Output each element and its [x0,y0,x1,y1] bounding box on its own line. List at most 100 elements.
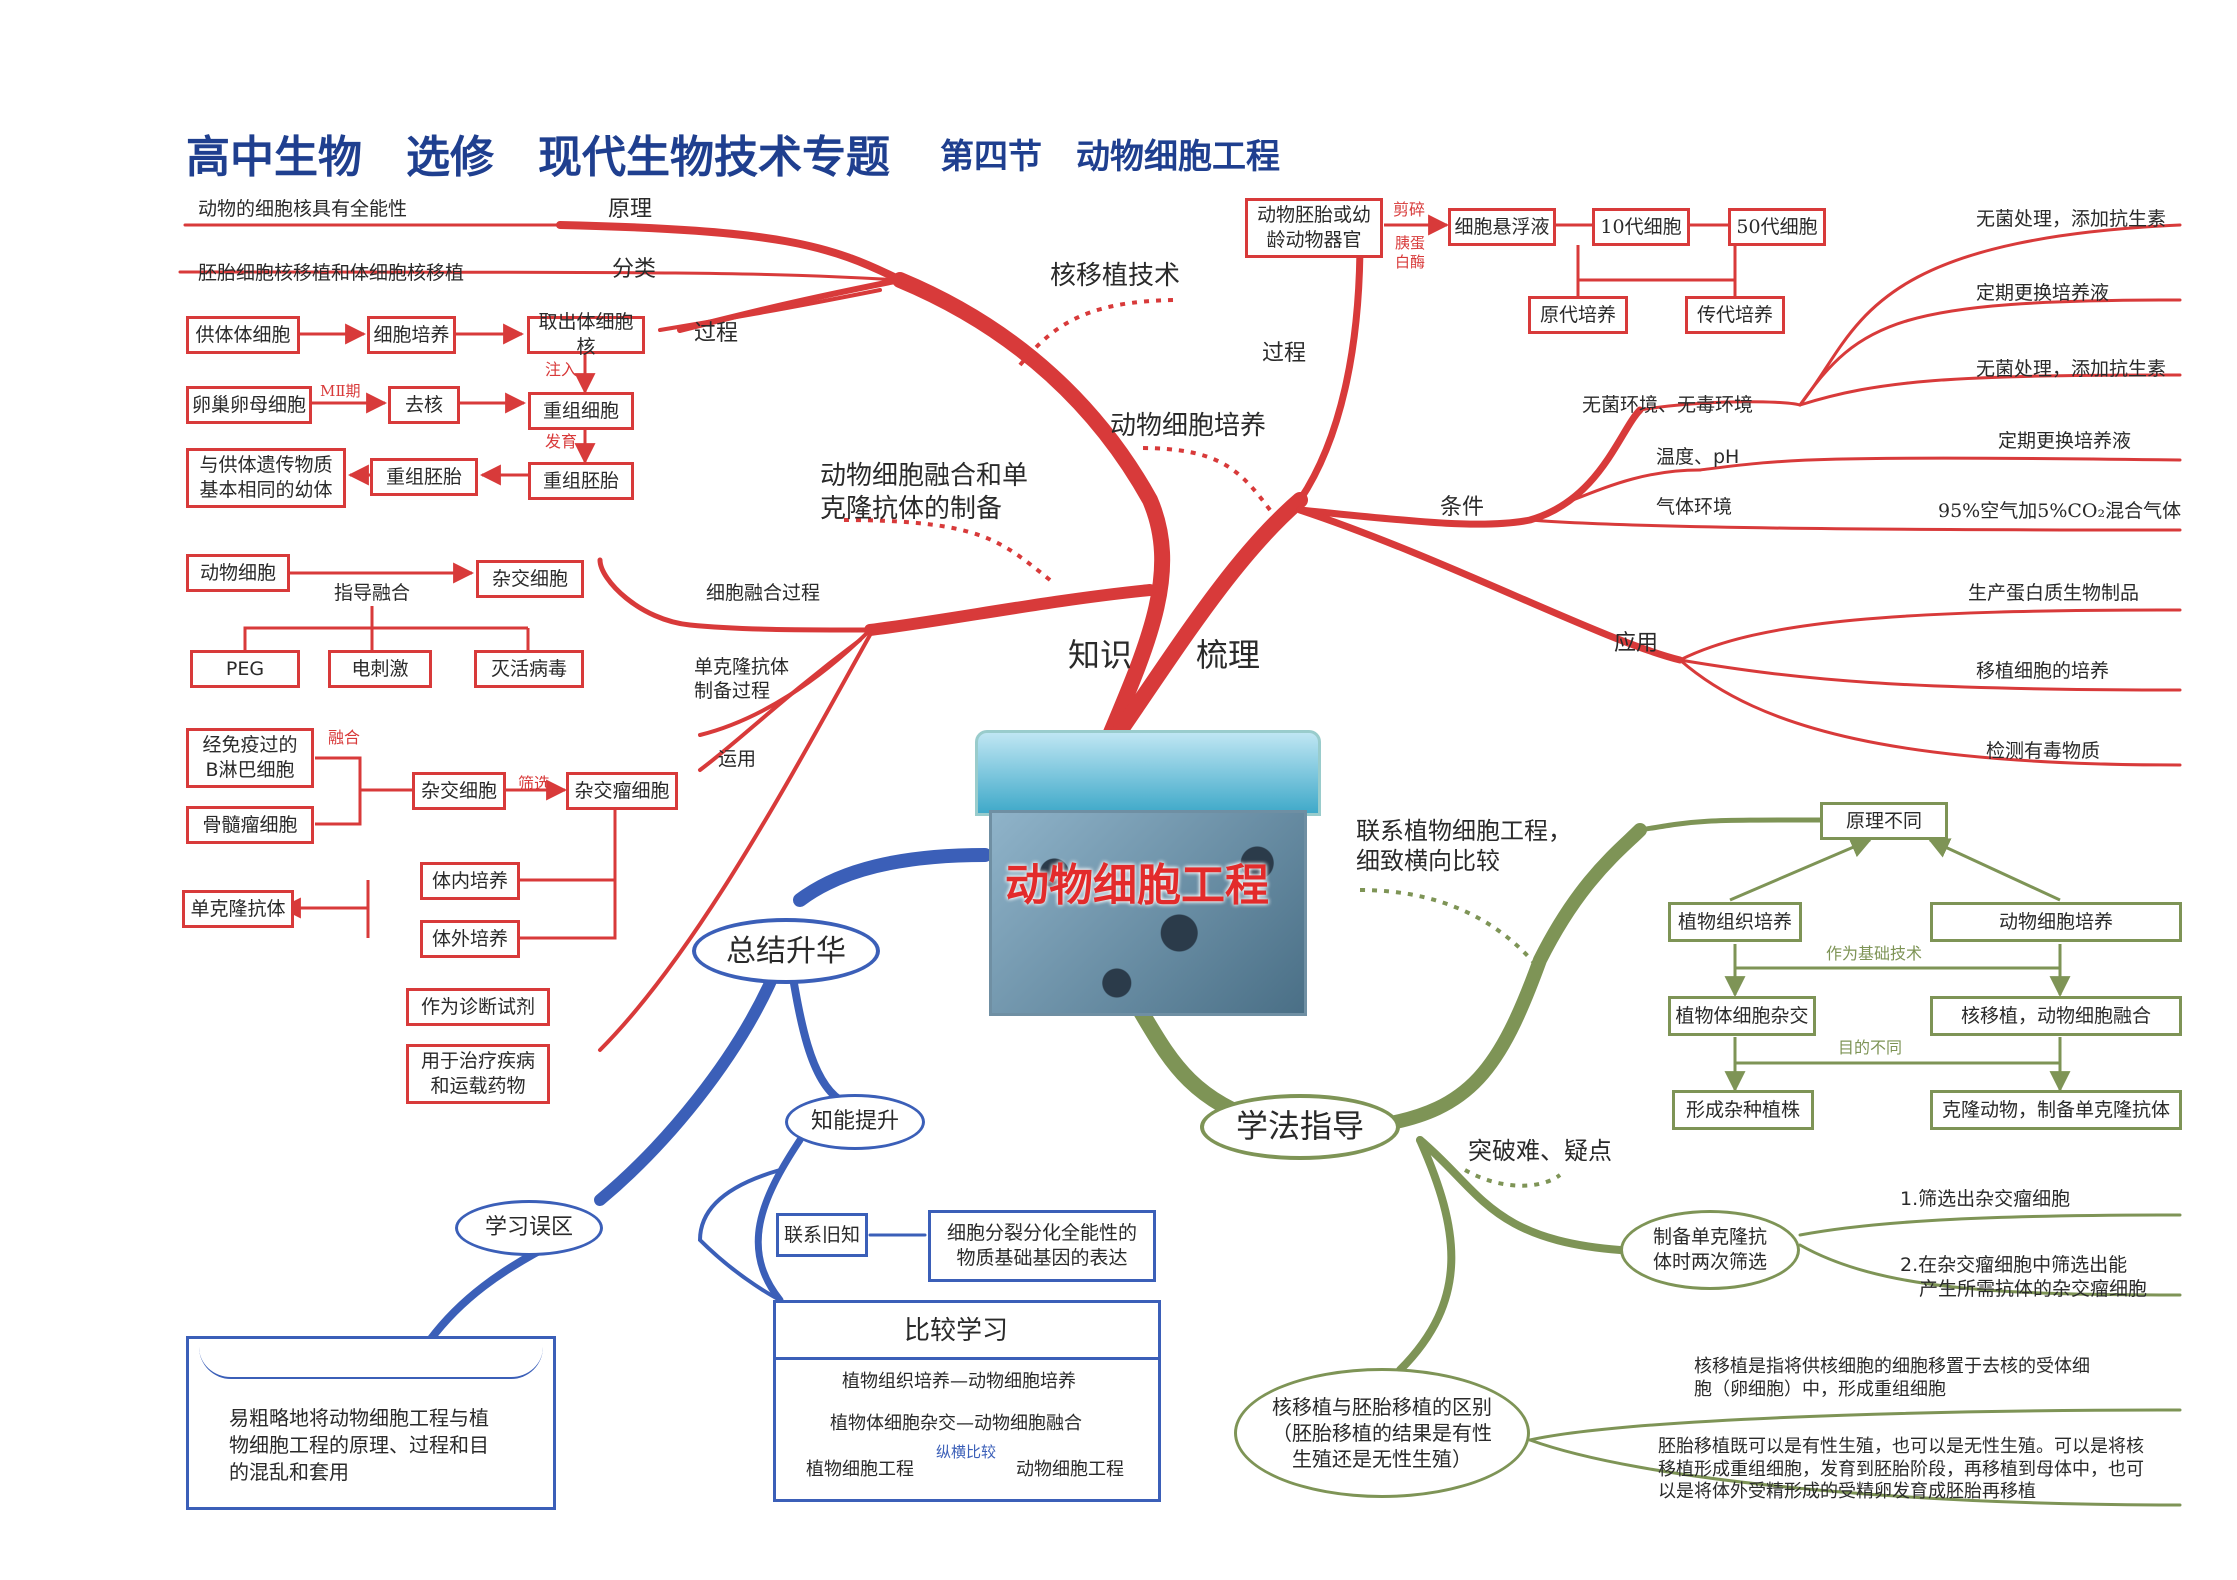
culture-leaf-2: 定期更换培养液 [1976,282,2110,304]
summary-compare-3a: 植物细胞工程 [806,1459,914,1480]
culture-suspension-box: 细胞悬浮液 [1448,208,1556,246]
summary-compare-curtain [776,1303,1158,1360]
culture-primary-box: 原代培养 [1528,296,1628,334]
green-connectors [1724,837,2071,1093]
method-clone-mab: 克隆动物，制备单克隆抗体 [1930,1090,2182,1130]
method-et-def: 胚胎移植既可以是有性生殖，也可以是无性生殖。可以是将核 移植形成重组细胞，发育到… [1658,1436,2144,1502]
culture-leaf-5: 95%空气加5%CO₂混合气体 [1938,500,2182,522]
culture-cond-temp: 温度、pH [1656,446,1740,468]
fusion-diagnostic: 作为诊断试剂 [406,988,550,1026]
summary-mistake-box: 易粗略地将动物细胞工程与植 物细胞工程的原理、过程和目 的混乱和套用 [186,1336,556,1510]
fusion-b-cell: 经免疫过的 B淋巴细胞 [186,728,314,788]
fusion-electric: 电刺激 [328,650,432,688]
branch-fusion-mab: 动物细胞融合和单 克隆抗体的制备 [820,461,1029,524]
method-compare-label: 联系植物细胞工程， 细致横向比较 [1356,817,1572,875]
fusion-in-vitro: 体外培养 [420,920,520,958]
summary-compare-1: 植物组织培养—动物细胞培养 [842,1371,1076,1392]
nt-recon-embryo-1: 重组胚胎 [370,458,478,496]
summary-link-old: 联系旧知 [776,1213,868,1257]
knowledge-label: 知识 梳理 [1068,636,1261,674]
culture-leaf-1: 无菌处理，添加抗生素 [1976,208,2167,230]
culture-cut-note: 剪碎 [1393,200,1426,219]
summary-mistake: 学习误区 [455,1200,603,1256]
culture-conditions-label: 条件 [1440,495,1485,520]
summary-mistake-curtain [199,1347,543,1379]
fusion-process-label: 细胞融合过程 [706,582,821,604]
culture-gen50-box: 50代细胞 [1728,208,1826,246]
summary-compare-3b: 动物细胞工程 [1016,1459,1124,1480]
nt-donor-box: 供体体细胞 [186,316,300,354]
culture-cond-gas: 气体环境 [1656,496,1733,518]
method-plant-tissue: 植物组织培养 [1668,902,1802,942]
nt-enucleate-box: 去核 [388,386,460,424]
culture-source-box: 动物胚胎或幼 龄动物器官 [1245,198,1383,258]
nt-principle-text: 动物的细胞核具有全能性 [198,198,408,220]
nt-offspring-box: 与供体遗传物质 基本相同的幼体 [186,448,346,508]
summary-compare-box: 比较学习 植物组织培养—动物细胞培养 植物体细胞杂交—动物细胞融合 植物细胞工程… [773,1300,1161,1502]
branch-cell-culture: 动物细胞培养 [1110,411,1267,441]
fusion-therapy: 用于治疗疾病 和运载药物 [406,1044,550,1104]
fusion-induce-label: 指导融合 [334,582,411,604]
red-branches [178,221,2182,1052]
fusion-mab: 单克隆抗体 [182,890,294,928]
fusion-hybridoma: 杂交瘤细胞 [566,772,678,810]
nt-oocyte-box: 卵巢卵母细胞 [186,386,312,424]
nt-recon-embryo-2: 重组胚胎 [528,462,634,500]
method-basis-note: 作为基础技术 [1826,944,1923,963]
nt-category-label: 分类 [612,257,657,282]
summary-ability: 知能提升 [785,1094,925,1150]
nt-culture-box: 细胞培养 [367,316,456,354]
nt-inject-note: 注入 [545,360,578,379]
fusion-fuse-note: 融合 [328,728,361,747]
method-purpose-note: 目的不同 [1838,1038,1903,1057]
summary-link-old-text: 细胞分裂分化全能性的 物质基础基因的表达 [928,1210,1156,1282]
fusion-myeloma: 骨髓瘤细胞 [186,806,314,844]
culture-process-label: 过程 [1262,341,1307,366]
page-title: 高中生物 选修 现代生物技术专题 [186,132,890,183]
green-dotted [1359,888,1562,1188]
summary-compare-2: 植物体细胞杂交—动物细胞融合 [830,1413,1082,1434]
summary-mistake-text: 易粗略地将动物细胞工程与植 物细胞工程的原理、过程和目 的混乱和套用 [229,1406,489,1484]
culture-app-3: 检测有毒物质 [1986,740,2101,762]
culture-trypsin-note: 胰蛋 白酶 [1395,234,1426,271]
center-header-bar [975,730,1321,816]
culture-app-2: 移植细胞的培养 [1976,660,2110,682]
nt-principle-label: 原理 [608,197,653,222]
red-dotted [839,298,1272,582]
fusion-select-note: 筛选 [518,774,551,793]
fusion-in-vivo: 体内培养 [420,862,520,900]
method-select-1: 1.筛选出杂交瘤细胞 [1900,1188,2071,1210]
culture-gen10-box: 10代细胞 [1592,208,1690,246]
fusion-hybrid2: 杂交细胞 [412,772,506,810]
fusion-mab-label: 单克隆抗体 制备过程 [694,656,790,702]
fusion-peg: PEG [190,650,300,688]
method-select-2: 2.在杂交瘤细胞中筛选出能 产生所需抗体的杂交瘤细胞 [1900,1254,2148,1300]
red-connectors [243,214,1737,940]
culture-passage-box: 传代培养 [1685,296,1785,334]
nt-mii-note: MⅡ期 [320,382,361,400]
method-node: 学法指导 [1200,1094,1400,1160]
summary-compare-title: 比较学习 [904,1316,1009,1346]
summary-compare-arrow-label: 纵横比较 [936,1443,997,1461]
method-difficulty-label: 突破难、疑点 [1468,1137,1612,1165]
nt-process-label: 过程 [694,321,739,346]
method-mab-select: 制备单克隆抗 体时两次筛选 [1620,1210,1800,1290]
branch-nuclear-transfer: 核移植技术 [1050,261,1181,291]
method-nt-def: 核移植是指将供核细胞的细胞移置于去核的受体细 胞（卵细胞）中，形成重组细胞 [1694,1356,2090,1400]
nt-extract-box: 取出体细胞核 [527,311,645,358]
culture-cond-sterile: 无菌环境、无毒环境 [1582,394,1754,416]
method-nt-fusion: 核移植，动物细胞融合 [1930,996,2182,1036]
section-title: 第四节 动物细胞工程 [940,137,1280,177]
summary-node: 总结升华 [692,918,880,984]
method-principle-diff: 原理不同 [1820,802,1948,840]
method-nt-vs-et: 核移植与胚胎移植的区别 （胚胎移植的结果是有性 生殖还是无性生殖） [1234,1368,1530,1498]
culture-leaf-3: 无菌处理，添加抗生素 [1976,358,2167,380]
fusion-animal-cell: 动物细胞 [186,554,290,592]
center-node: 动物细胞工程 [975,730,1321,1016]
nt-recon-cell-box: 重组细胞 [528,392,634,430]
nt-category-text: 胚胎细胞核移植和体细胞核移植 [198,262,465,284]
culture-app-1: 生产蛋白质生物制品 [1968,582,2140,604]
fusion-hybrid-cell: 杂交细胞 [476,560,584,598]
